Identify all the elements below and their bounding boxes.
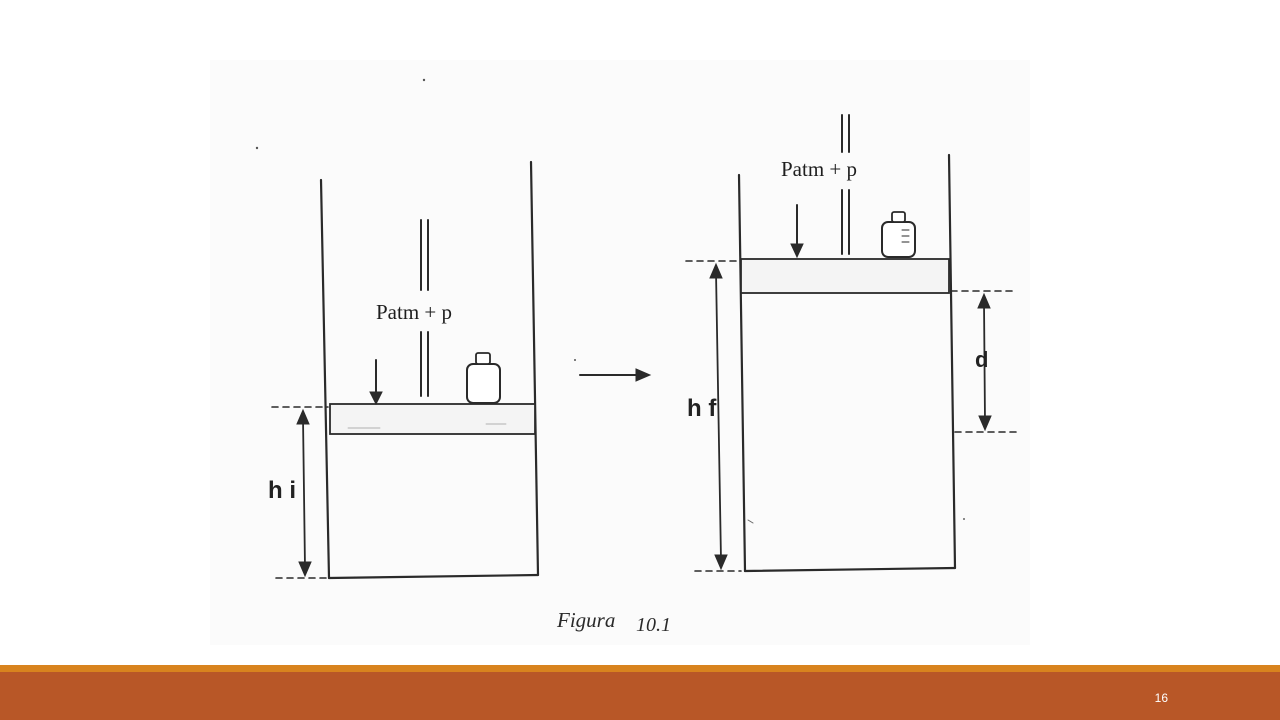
left-piston-rod — [420, 219, 429, 397]
right-height-label: h f — [687, 395, 717, 422]
transition-arrow — [579, 368, 652, 382]
figure-caption-number: 10.1 — [636, 614, 671, 636]
right-piston-rod — [841, 114, 850, 255]
left-pressure-arrow — [369, 359, 383, 406]
displacement-label: d — [975, 347, 988, 372]
left-height-dimension — [271, 406, 329, 579]
right-piston — [740, 258, 950, 294]
page-number: 16 — [1154, 691, 1168, 705]
figure-scan — [210, 60, 1030, 645]
footer-bar: 16 — [0, 665, 1280, 720]
left-weight-icon — [466, 352, 501, 404]
left-piston — [329, 403, 536, 435]
figure-caption-word: Figura — [556, 608, 615, 632]
footer-accent-stripe — [0, 665, 1280, 672]
right-pressure-arrow — [790, 204, 804, 259]
left-height-label: h i — [268, 477, 296, 504]
right-height-dimension — [685, 260, 742, 572]
displacement-dimension — [950, 290, 1021, 433]
right-weight-icon — [881, 211, 916, 258]
right-cylinder — [737, 153, 957, 573]
left-pressure-label: Patm + p — [376, 300, 452, 324]
right-pressure-label: Patm + p — [781, 157, 857, 181]
left-cylinder — [319, 160, 540, 580]
piston-diagram: Patm + p h i Patm + p h f d Figura 10.1 — [255, 78, 1021, 636]
